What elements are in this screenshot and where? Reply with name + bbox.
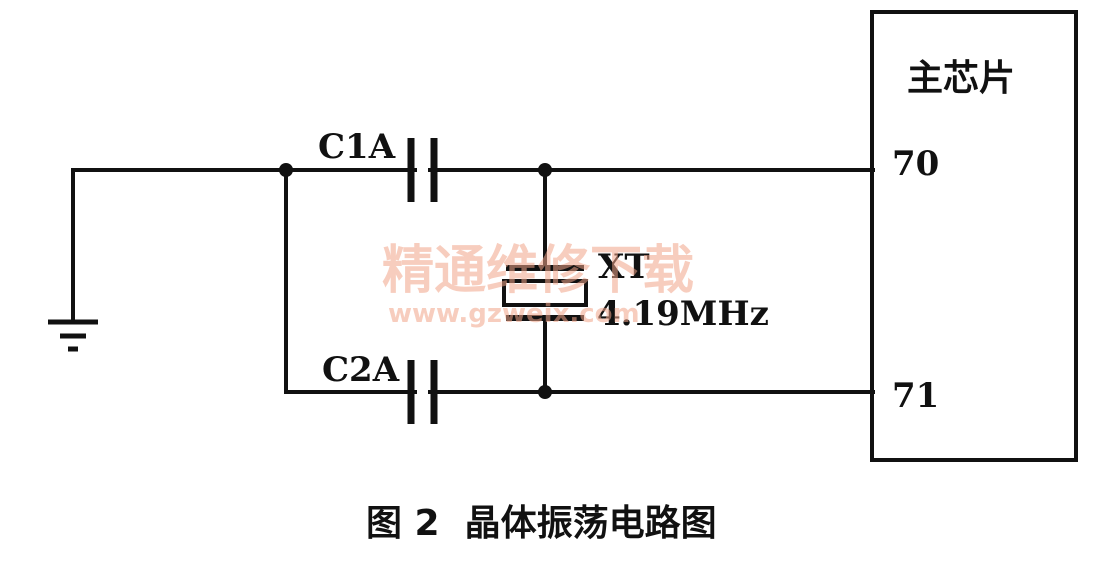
capacitor-c2a xyxy=(407,360,438,424)
junction-dot-left xyxy=(279,163,293,177)
left-vertical-wire xyxy=(284,168,417,394)
capacitor-c1a-label: C1A xyxy=(318,127,396,167)
pin-70-label: 70 xyxy=(892,144,939,184)
crystal-xt xyxy=(502,168,588,394)
figure-caption: 图 2 晶体振荡电路图 xyxy=(366,503,717,544)
pin-71-label: 71 xyxy=(892,376,939,416)
capacitor-c1a xyxy=(407,138,438,202)
watermark-text: 精通维修下载 xyxy=(382,241,694,301)
capacitor-c2a-label: C2A xyxy=(322,350,400,390)
main-chip-title: 主芯片 xyxy=(907,58,1015,99)
crystal-xt-label: XT xyxy=(598,247,650,287)
ground-symbol xyxy=(48,168,98,352)
crystal-frequency-label: 4.19MHz xyxy=(597,294,769,334)
main-chip-box xyxy=(870,10,1078,462)
watermark-url: www.gzweix.com xyxy=(388,299,640,329)
